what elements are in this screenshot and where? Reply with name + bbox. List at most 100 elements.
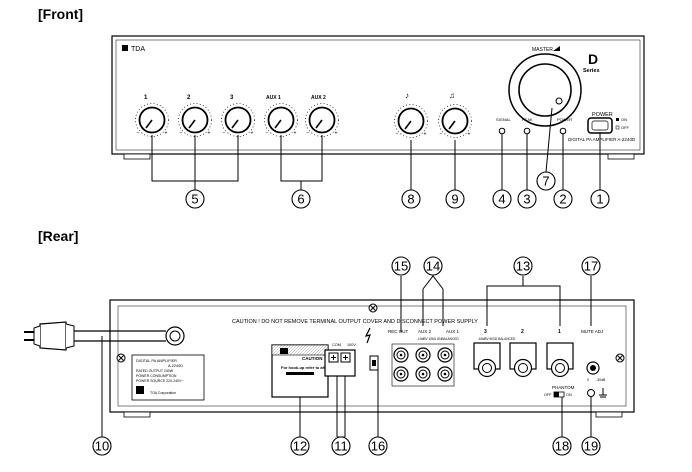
aux1-jack-right[interactable]	[437, 366, 453, 382]
mute-adj-label: MUTE ADJ	[581, 329, 603, 334]
treble-knob[interactable]: −+	[438, 104, 472, 138]
callout-rear-15: 15	[391, 256, 411, 276]
svg-text:−: −	[180, 131, 183, 137]
callout-front-3: 3	[517, 189, 537, 209]
aux2-jack-right[interactable]	[415, 366, 431, 382]
callout-rear-18: 18	[552, 436, 572, 456]
bass-knob[interactable]: −+	[394, 104, 428, 138]
svg-text:+: +	[335, 131, 338, 137]
aux1-rear-label: AUX 1	[446, 329, 460, 334]
svg-text:+: +	[208, 131, 211, 137]
100v-label: 100V	[347, 343, 356, 347]
callout-front-1: 1	[590, 189, 610, 209]
caution-text: CAUTION ! DO NOT REMOVE TERMINAL OUTPUT …	[232, 319, 478, 325]
input-1-knob[interactable]: −+	[135, 103, 169, 137]
peak-led	[523, 127, 531, 135]
svg-text:11: 11	[334, 439, 348, 454]
master-knob-pointer	[555, 97, 563, 105]
input-3-knob[interactable]: −+	[221, 103, 255, 137]
certification-mark-icon	[136, 386, 144, 394]
mic-input-1-jack[interactable]	[546, 342, 574, 378]
ground-icon	[599, 388, 607, 398]
spec-line-4: POWER CONSUMPTION	[136, 374, 177, 378]
svg-text:+: +	[424, 132, 427, 138]
mic1-label: 1	[558, 329, 561, 335]
front-section-title: [Front]	[38, 6, 84, 22]
rear-panel: DIGITAL PA AMPLIFIER A-2240D RATED OUTPU…	[24, 256, 635, 456]
svg-text:−: −	[396, 132, 399, 138]
callout-rear-16: 16	[368, 436, 388, 456]
svg-text:3: 3	[523, 192, 530, 207]
shock-icon	[364, 327, 371, 344]
svg-text:17: 17	[584, 259, 598, 274]
aux1-knob[interactable]: −+	[264, 103, 298, 137]
rec-out-jack-right[interactable]	[393, 366, 409, 382]
svg-text:-30dB: -30dB	[596, 378, 606, 382]
callout-rear-12: 12	[290, 436, 310, 456]
model-label: DIGITAL PA AMPLIFIER A-2240D	[568, 137, 636, 142]
phantom-on-label: ON	[566, 393, 572, 397]
front-leader-lines	[151, 107, 601, 190]
callout-front-6: 6	[291, 189, 311, 209]
mic-input-3-jack[interactable]	[473, 342, 501, 378]
svg-text:+: +	[294, 131, 297, 137]
callout-front-2: 2	[553, 189, 573, 209]
master-label: MASTER	[532, 47, 553, 53]
svg-text:8: 8	[407, 192, 414, 207]
aux1-label: AUX 1	[266, 95, 281, 101]
power-indicator-label: POWER	[557, 117, 572, 122]
svg-text:19: 19	[584, 439, 598, 454]
svg-text:12: 12	[293, 439, 307, 454]
svg-text:2: 2	[559, 192, 566, 207]
input-2-label: 2	[187, 95, 191, 101]
master-volume-knob	[518, 63, 572, 117]
rec-out-jack-left[interactable]	[393, 347, 409, 363]
svg-text:0: 0	[587, 378, 589, 382]
mic3-label: 3	[484, 329, 487, 335]
svg-text:1: 1	[596, 192, 603, 207]
aux1-jack-left[interactable]	[437, 347, 453, 363]
input-1-label: 1	[144, 95, 148, 101]
peak-label: PEAK	[522, 117, 533, 122]
cover-tab-icon	[280, 348, 288, 354]
svg-text:−: −	[307, 131, 310, 137]
callout-rear-14: 14	[423, 256, 443, 276]
treble-label: ♫	[449, 91, 455, 100]
terminal-note: For hook-up refer to after connection	[281, 365, 352, 370]
svg-text:4: 4	[498, 192, 505, 207]
maker-label: TOA Corporation	[150, 391, 176, 395]
aux2-knob[interactable]: −+	[305, 103, 339, 137]
callout-front-7: 7	[536, 171, 556, 191]
callout-front-5: 5	[185, 189, 205, 209]
svg-text:+: +	[165, 131, 168, 137]
callout-front-8: 8	[401, 189, 421, 209]
com-label: COM	[332, 343, 341, 347]
screw-icon	[116, 353, 126, 363]
svg-text:15: 15	[394, 259, 408, 274]
mic2-label: 2	[521, 329, 524, 335]
signal-label: SIGNAL	[496, 117, 511, 122]
svg-text:7: 7	[542, 174, 549, 189]
callout-rear-10: 10	[92, 436, 112, 456]
input-2-knob[interactable]: −+	[178, 103, 212, 137]
phantom-off-label: OFF	[544, 393, 552, 397]
aux2-jack-left[interactable]	[415, 347, 431, 363]
power-off-label: OFF	[621, 125, 630, 130]
power-led	[559, 127, 567, 135]
callout-front-9: 9	[445, 189, 465, 209]
power-button	[587, 117, 613, 134]
rear-section-title: [Rear]	[38, 228, 79, 244]
screw-icon	[368, 303, 378, 313]
input-3-label: 3	[230, 95, 234, 101]
mic-input-2-jack[interactable]	[509, 342, 537, 378]
bass-label: ♪	[405, 91, 409, 100]
aux-spec: -10dBV 10kΩ UNBALANCED	[417, 337, 459, 341]
svg-text:−: −	[223, 131, 226, 137]
ground-terminal	[587, 389, 595, 397]
screw-icon	[615, 353, 625, 363]
front-panel: TDA D Series MASTER POWER ON OFF DIGITAL…	[111, 35, 645, 209]
volume-ramp-icon	[553, 46, 560, 51]
svg-text:16: 16	[371, 439, 385, 454]
svg-text:+: +	[251, 131, 254, 137]
